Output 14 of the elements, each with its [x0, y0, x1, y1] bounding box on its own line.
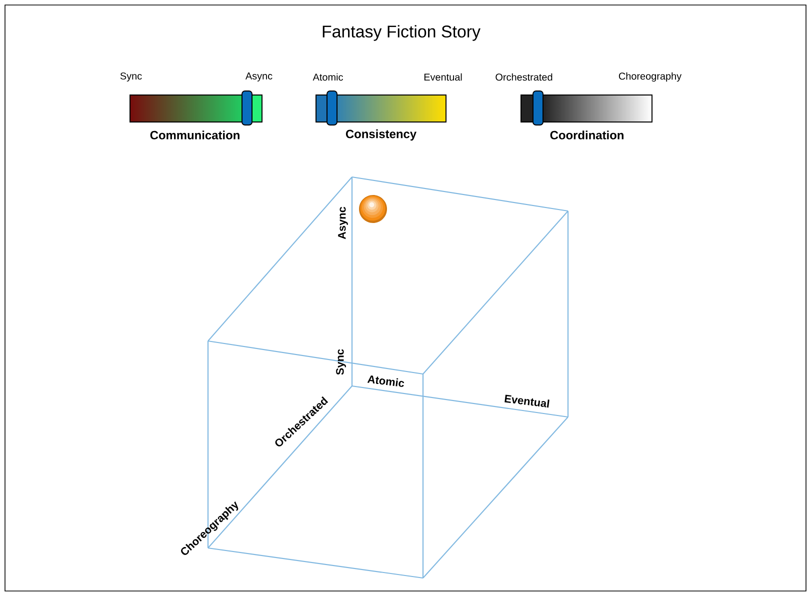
scale-end-label: Orchestrated [496, 73, 552, 81]
scale-name: Communication [150, 130, 240, 140]
scale-name: Coordination [550, 130, 624, 140]
scale-end-label: Atomic [312, 73, 343, 81]
title: Fantasy Fiction Story [322, 25, 480, 41]
axis-label: Async [338, 206, 348, 240]
scale-name: Consistency [346, 129, 416, 141]
axis-label: Eventual [504, 394, 550, 408]
scale-end-label: Sync [120, 72, 142, 82]
scale-end-label: Choreography [618, 72, 682, 82]
axis-label: Sync [336, 349, 346, 375]
axis-label: Atomic [367, 376, 404, 387]
scale-end-label: Eventual [424, 73, 462, 81]
scale-end-label: Async [245, 72, 272, 82]
